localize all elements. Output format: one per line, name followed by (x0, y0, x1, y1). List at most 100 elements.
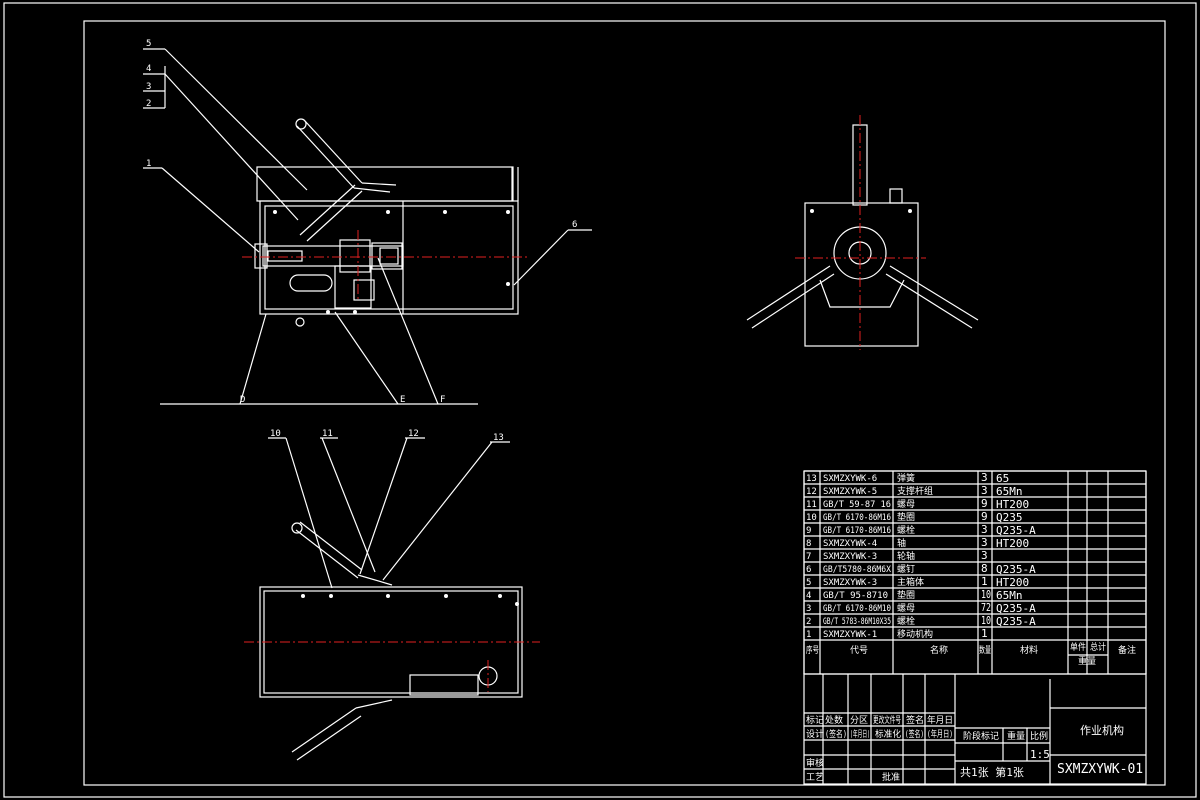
bom-name: 轴 (897, 537, 906, 549)
label-2: 2 (146, 99, 151, 109)
bom-header-weight: 重量 (1078, 655, 1096, 667)
bom-name: 螺母 (897, 499, 915, 510)
bom-name: 螺母 (897, 603, 915, 614)
bom-material: HT200 (996, 537, 1029, 550)
label-6: 6 (572, 220, 577, 230)
tb-zone: 分区 (850, 715, 868, 726)
bom-code: GB/T 95-8710 (823, 591, 888, 601)
bom-qty: 3 (981, 523, 988, 536)
top-view: 10 11 12 13 (244, 429, 540, 761)
bom-code: SXMZXYWK-6 (823, 474, 877, 484)
bom-code: SXMZXYWK-3 (823, 578, 877, 588)
bom-header-no: 序号 (806, 644, 819, 656)
bom-no: 9 (806, 526, 811, 536)
tb-sign-2: (签名) (905, 728, 924, 740)
label-5: 5 (146, 39, 151, 49)
bom-header-total: 总计 (1090, 641, 1106, 653)
tb-scale-label: 比例 (1030, 730, 1048, 742)
bom-code: GB/T 59-87 16 (823, 500, 891, 510)
bom-material: 65 (996, 472, 1009, 485)
bom-code: GB/T 6170-86M10 (823, 604, 891, 614)
bom-no: 3 (806, 604, 811, 614)
bom-code: GB/T 6170-86M16 (823, 526, 891, 536)
label-d: D (240, 395, 245, 405)
bom-no: 6 (806, 565, 811, 575)
label-3: 3 (146, 82, 151, 92)
label-13: 13 (493, 433, 504, 443)
tb-sign-1: (签名) (825, 728, 847, 740)
tb-drawing-code: SXMZXYWK-01 (1057, 762, 1143, 777)
tb-drawing-name: 作业机构 (1080, 723, 1124, 737)
bom-material: 65Mn (996, 589, 1023, 602)
bom-code: GB/T 5783-86M10X35 (823, 617, 891, 627)
label-12: 12 (408, 429, 419, 439)
bom-qty: 9 (981, 497, 988, 510)
title-block: 标记 处数 分区 更改文件号 签名 年月日 设计 (签名) (年月日) 标准化 … (803, 673, 1147, 785)
tb-sheets: 共1张 第1张 (960, 765, 1024, 779)
bom-header-material: 材料 (1020, 644, 1038, 656)
tb-mark: 标记 (806, 714, 824, 726)
bom-name: 螺栓 (897, 615, 915, 627)
bom-name: 弹簧 (897, 472, 915, 484)
bom-no: 8 (806, 539, 811, 549)
tb-standard: 标准化 (875, 728, 901, 740)
bom-name: 支撑杆组 (897, 485, 933, 497)
bom-qty: 1 (981, 627, 988, 640)
bom-qty: 8 (981, 562, 988, 575)
label-4: 4 (146, 64, 151, 74)
bom-header-code: 代号 (850, 645, 868, 656)
bom-qty: 9 (981, 510, 988, 523)
bom-header-qty: 数量 (979, 644, 991, 656)
side-view (746, 115, 979, 350)
bom-no: 12 (806, 487, 817, 497)
bom-name: 主箱体 (897, 576, 924, 588)
bom-material: 65Mn (996, 485, 1023, 498)
bom-material: Q235-A (996, 615, 1036, 628)
bom-header-name: 名称 (930, 644, 948, 656)
tb-date-1: (年月日) (850, 728, 870, 740)
front-view: 5 4 3 2 1 6 D E F (143, 39, 592, 405)
bom-name: 垫圈 (897, 589, 915, 601)
label-f: F (440, 395, 445, 405)
bom-material: Q235-A (996, 602, 1036, 615)
sheet-border-outer (3, 2, 1197, 798)
tb-stage: 阶段标记 (963, 730, 999, 742)
bom-code: SXMZXYWK-3 (823, 552, 877, 562)
tb-change-doc: 更改文件号 (873, 714, 901, 726)
bom-no: 5 (806, 578, 811, 588)
tb-count: 处数 (825, 714, 843, 726)
bom-code: SXMZXYWK-1 (823, 630, 877, 640)
label-1: 1 (146, 159, 151, 169)
bom-name: 轮轴 (897, 550, 915, 562)
bom-no: 4 (806, 591, 811, 601)
bom-no: 11 (806, 500, 817, 510)
bom-qty: 3 (981, 471, 988, 484)
bom-no: 1 (806, 630, 811, 640)
tb-design: 设计 (806, 728, 824, 740)
tb-review: 审核 (806, 757, 824, 769)
bom-qty: 3 (981, 549, 988, 562)
bom-code: SXMZXYWK-5 (823, 487, 877, 497)
bom-name: 垫圈 (897, 511, 915, 523)
bom-qty: 10 (981, 614, 991, 627)
tb-weight: 重量 (1007, 730, 1025, 742)
label-10: 10 (270, 429, 281, 439)
bom-material: Q235-A (996, 524, 1036, 537)
bom-name: 移动机构 (897, 628, 933, 640)
bom-qty: 3 (981, 536, 988, 549)
tb-date: 年月日 (927, 714, 953, 726)
bom-material: Q235-A (996, 563, 1036, 576)
bom-no: 10 (806, 513, 817, 523)
bom-name: 螺栓 (897, 524, 915, 536)
label-e: E (400, 395, 405, 405)
bom-qty: 1 (981, 575, 988, 588)
label-11: 11 (322, 429, 333, 439)
tb-approve: 批准 (882, 771, 900, 783)
bom-qty: 10 (981, 588, 991, 601)
bom-code: GB/T 6170-86M16 (823, 513, 891, 523)
bom-material: HT200 (996, 498, 1029, 511)
bom-no: 2 (806, 617, 811, 627)
bom-name: 螺钉 (897, 564, 915, 575)
